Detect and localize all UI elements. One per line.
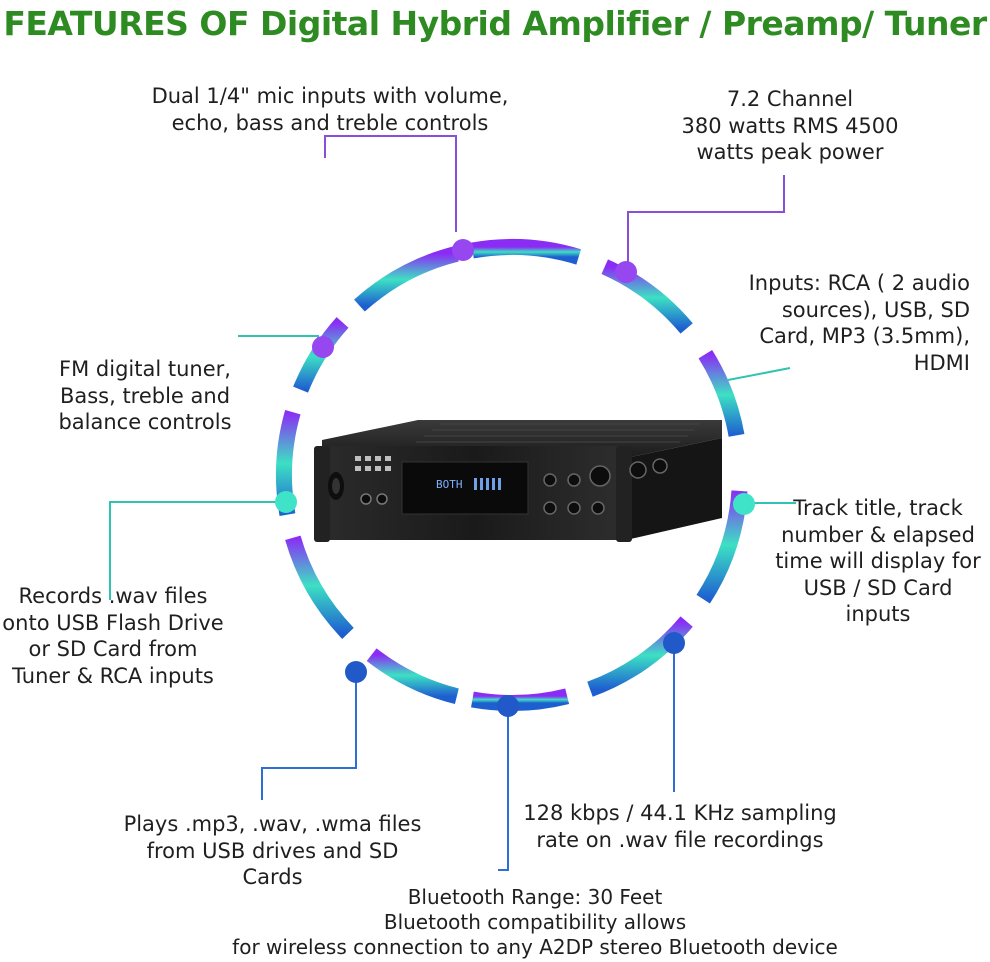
ring-segment <box>471 239 581 265</box>
ring-segment <box>587 616 693 697</box>
ring-segment <box>366 648 459 704</box>
connector-power <box>627 175 785 262</box>
ring-dot <box>345 661 367 683</box>
ring-dot <box>663 632 685 654</box>
feature-inputs: Inputs: RCA ( 2 audio sources), USB, SD … <box>748 271 970 375</box>
ring-segment <box>354 246 459 312</box>
feature-bluetooth: Bluetooth Range: 30 Feet Bluetooth compa… <box>232 885 838 959</box>
ring-segment <box>285 535 354 639</box>
ring-dot <box>615 261 637 283</box>
ring-dot <box>312 336 334 358</box>
amplifier-device: BOTH <box>314 420 722 542</box>
connector-tuner <box>238 335 319 344</box>
feature-records: Records .wav files onto USB Flash Drive … <box>2 584 224 688</box>
ring-dot <box>497 695 519 717</box>
connector-mic <box>324 135 457 232</box>
feature-sampling: 128 kbps / 44.1 KHz sampling rate on .wa… <box>523 801 837 852</box>
connector-records <box>109 501 283 600</box>
feature-fm-tuner: FM digital tuner, Bass, treble and balan… <box>58 357 232 434</box>
feature-mic-inputs: Dual 1/4" mic inputs with volume, echo, … <box>151 84 509 135</box>
ring-dot <box>275 491 297 513</box>
ring-dot <box>452 239 474 261</box>
ring-segment <box>471 688 570 711</box>
ring-segment <box>698 349 745 437</box>
page-title: FEATURES OF Digital Hybrid Amplifier / P… <box>3 4 987 43</box>
ring-dots <box>275 239 755 717</box>
feature-track-display: Track title, track number & elapsed time… <box>775 496 981 626</box>
feature-plays: Plays .mp3, .wav, .wma files from USB dr… <box>123 812 422 889</box>
connector-inputs <box>727 367 791 381</box>
connector-plays <box>261 672 357 800</box>
device-display-text: BOTH <box>436 478 463 491</box>
ring-segment <box>601 259 693 334</box>
ring-dot <box>733 493 755 515</box>
feature-power: 7.2 Channel 380 watts RMS 4500 watts pea… <box>681 87 899 164</box>
connector-lines <box>109 135 796 871</box>
connector-bluetooth <box>498 706 509 871</box>
